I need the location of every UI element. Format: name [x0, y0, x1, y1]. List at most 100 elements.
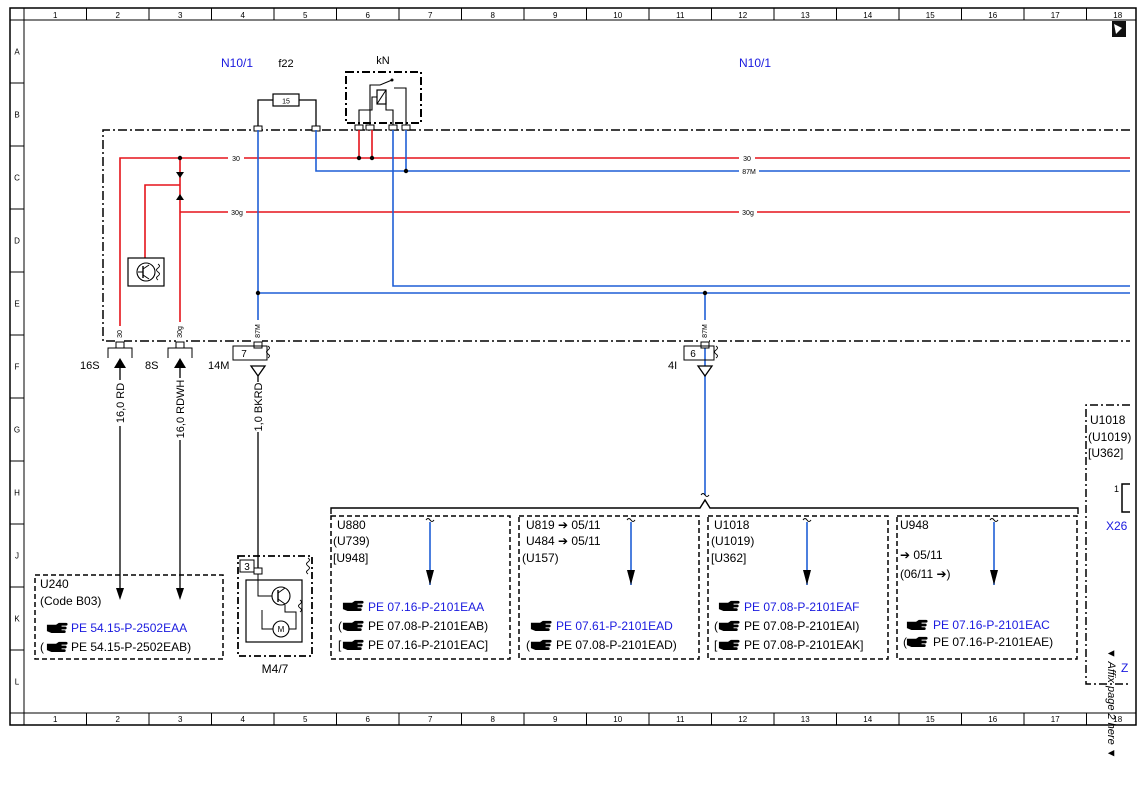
col-label-bottom: 18 [1113, 715, 1122, 724]
col-label-top: 7 [428, 11, 433, 20]
col-label-top: 5 [303, 11, 308, 20]
u819-line-2: U484 ➔ 05/11 [526, 534, 601, 548]
u1018-line-1: U1018 [714, 518, 750, 532]
col-label-bottom: 17 [1051, 715, 1060, 724]
row-label: H [14, 489, 20, 498]
u819-link-1[interactable]: PE 07.61-P-2101EAD [556, 619, 673, 633]
reference-hand-icon [718, 620, 740, 631]
junction-dots-blue [255, 168, 708, 296]
corner-logo-icon [1112, 21, 1126, 37]
u880-link-2-pre: ( [338, 619, 342, 633]
col-label-bottom: 14 [863, 715, 872, 724]
u880-line-1: U880 [337, 518, 366, 532]
col-label-bottom: 6 [366, 715, 371, 724]
col-label-top: 14 [863, 11, 872, 20]
connector-14m: 7 14M [208, 341, 270, 378]
u880-link-3-pre: [ [338, 638, 342, 652]
col-label-bottom: 8 [491, 715, 496, 724]
u1018-link-1[interactable]: PE 07.08-P-2101EAF [744, 600, 859, 614]
u819-link-2[interactable]: PE 07.08-P-2101EAD) [556, 638, 677, 652]
edge-line-1: U1018 [1090, 413, 1126, 427]
n10-module-boundary [102, 129, 1130, 342]
conn-16s-label: 16S [80, 360, 100, 372]
variant-box-u880: U880 (U739) [U948] PE 07.16-P-2101EAA ( … [330, 515, 511, 660]
u948-link-1[interactable]: PE 07.16-P-2101EAC [933, 618, 1050, 632]
connector-4i: 6 4I [668, 341, 718, 378]
col-label-top: 4 [241, 11, 246, 20]
pin-6-label: 6 [690, 349, 696, 360]
u1018-line-3: [U362] [711, 551, 746, 565]
col-label-top: 1 [53, 11, 58, 20]
col-label-top: 11 [676, 11, 685, 20]
col-label-top: 6 [366, 11, 371, 20]
conn-14m-label: 14M [208, 360, 229, 372]
u880-link-3[interactable]: PE 07.16-P-2101EAC] [368, 638, 488, 652]
u240-line-1: U240 [40, 577, 69, 591]
reference-hand-icon [530, 620, 552, 631]
col-label-top: 2 [116, 11, 121, 20]
u948-line-1: U948 [900, 518, 929, 532]
conn-4i-label: 4I [668, 360, 677, 372]
tag-30: 30 [232, 156, 240, 163]
u240-link-2[interactable]: PE 54.15-P-2502EAB) [71, 640, 191, 654]
col-label-bottom: 9 [553, 715, 558, 724]
row-label: J [15, 552, 19, 561]
u819-line-3: (U157) [522, 551, 559, 565]
edge-line-3: [U362] [1088, 446, 1123, 460]
reference-hand-icon [342, 620, 364, 631]
vert-tag-30: 30 [117, 330, 124, 338]
col-label-bottom: 16 [988, 715, 997, 724]
reference-hand-icon [342, 600, 364, 611]
edge-z: Z [1121, 661, 1128, 675]
tag-87m: 87M [742, 169, 756, 176]
u1018-link-3[interactable]: PE 07.08-P-2101EAK] [744, 638, 863, 652]
u240-line-2: (Code B03) [40, 594, 101, 608]
u880-line-3: [U948] [333, 551, 368, 565]
u1018-link-2[interactable]: PE 07.08-P-2101EAI) [744, 619, 859, 633]
diode-pair [176, 172, 184, 200]
fuse-f22: f22 15 [253, 58, 321, 132]
brace-wave [700, 493, 710, 497]
col-label-top: 13 [801, 11, 810, 20]
affix-page-note: ▼ Affix page 2 here ▼ [1105, 648, 1117, 759]
wire-spec-2: 16,0 RDWH [175, 380, 187, 439]
wire-arrowheads [116, 570, 998, 600]
u1018-line-2: (U1019) [711, 534, 754, 548]
u948-link-2[interactable]: PE 07.16-P-2101EAE) [933, 635, 1053, 649]
vert-tag-87m-b: 87M [702, 324, 709, 338]
col-label-top: 15 [926, 11, 935, 20]
u880-link-2[interactable]: PE 07.08-P-2101EAB) [368, 619, 488, 633]
relay-name: kN [376, 55, 390, 67]
m47-label: M4/7 [262, 662, 289, 676]
motor-m-letter: M [278, 625, 285, 634]
u880-line-2: (U739) [333, 534, 370, 548]
red-wires [119, 130, 1130, 345]
u1018-link-3-pre: [ [714, 638, 718, 652]
row-label: A [14, 48, 20, 57]
col-label-top: 16 [988, 11, 997, 20]
u240-link-1[interactable]: PE 54.15-P-2502EAA [71, 621, 187, 635]
variant-brace [330, 498, 1079, 514]
reference-hand-icon [46, 622, 68, 633]
row-label: B [14, 111, 19, 120]
row-label: F [15, 363, 20, 372]
n10-label-right: N10/1 [739, 56, 771, 70]
col-label-bottom: 3 [178, 715, 183, 724]
tag-30g-right: 30g [742, 210, 754, 217]
row-label: G [14, 426, 20, 435]
edge-x26: X26 [1106, 519, 1128, 533]
u819-link-2-pre: ( [526, 638, 530, 652]
col-label-top: 17 [1051, 11, 1060, 20]
u880-link-1[interactable]: PE 07.16-P-2101EAA [368, 600, 484, 614]
motor-m47: 3 M M4/7 [237, 555, 313, 676]
fuse-name: f22 [278, 58, 293, 70]
u948-line-4: (06/11 ➔) [900, 567, 951, 581]
row-label: L [15, 678, 20, 687]
conn-8s-label: 8S [145, 360, 158, 372]
u948-line-3: ➔ 05/11 [900, 548, 943, 562]
blue-wires [257, 130, 1130, 585]
transistor-symbol [127, 257, 165, 287]
